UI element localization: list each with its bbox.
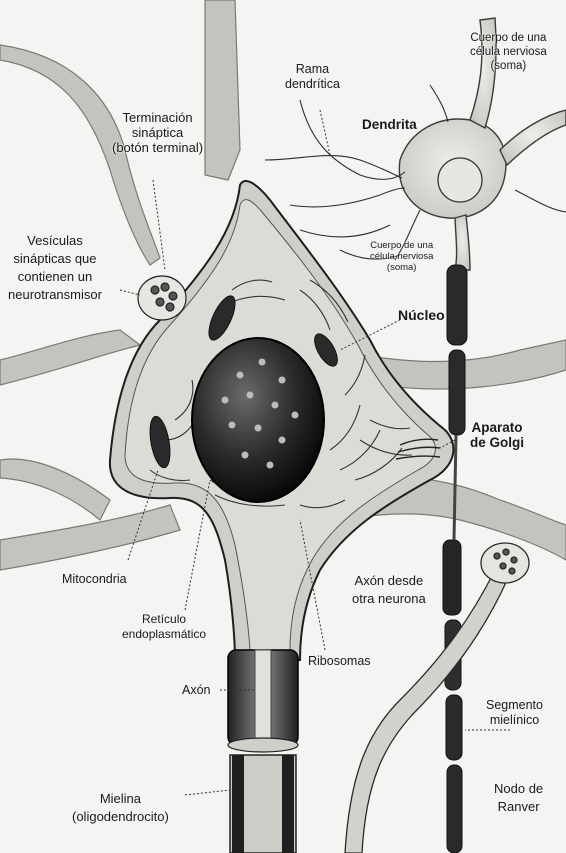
label-aparato-line1: Aparato: [470, 420, 524, 435]
label-aparato-line2: de Golgi: [470, 435, 524, 450]
label-segmento-mielinico: Segmento mielínico: [486, 698, 543, 728]
label-nodo-line1: Nodo de: [494, 780, 543, 798]
label-mielina-line2: (oligodendrocito): [72, 808, 169, 826]
label-vesiculas-line2: sinápticas que: [8, 250, 102, 268]
label-terminacion-line3: (botón terminal): [112, 140, 203, 155]
label-soma-top-line3: (soma): [470, 59, 547, 73]
label-aparato-golgi: Aparato de Golgi: [470, 420, 524, 450]
label-mielina-line1: Mielina: [72, 790, 169, 808]
label-segmento-line2: mielínico: [486, 713, 543, 728]
label-soma-top-line2: célula nerviosa: [470, 45, 547, 59]
label-mielina: Mielina (oligodendrocito): [72, 790, 169, 826]
label-reticulo-line1: Retículo: [122, 612, 206, 627]
label-nodo-ranver: Nodo de Ranver: [494, 780, 543, 816]
label-dendrita: Dendrita: [362, 117, 417, 132]
label-reticulo: Retículo endoplasmático: [122, 612, 206, 642]
label-axon: Axón: [182, 683, 211, 698]
synaptic-terminal: [138, 276, 186, 320]
label-vesiculas-line3: contienen un: [8, 268, 102, 286]
label-soma-top: Cuerpo de una célula nerviosa (soma): [470, 31, 547, 73]
label-mitocondria: Mitocondria: [62, 572, 127, 587]
label-vesiculas-line1: Vesículas: [8, 232, 102, 250]
label-axon-otra-neurona: Axón desde otra neurona: [352, 572, 426, 608]
label-nucleo: Núcleo: [398, 308, 445, 323]
label-soma-mid-line1: Cuerpo de una: [370, 240, 433, 251]
label-vesiculas: Vesículas sinápticas que contienen un ne…: [8, 232, 102, 304]
label-soma-mid-line3: (soma): [370, 262, 433, 273]
label-axon-otra-line1: Axón desde: [352, 572, 426, 590]
label-rama-dendritica: Rama dendrítica: [285, 62, 340, 92]
label-terminacion-line2: sináptica: [112, 125, 203, 140]
label-ribosomas: Ribosomas: [308, 654, 371, 669]
label-soma-top-line1: Cuerpo de una: [470, 31, 547, 45]
label-nodo-line2: Ranver: [494, 798, 543, 816]
right-myelinated-axon: [443, 265, 467, 853]
label-terminacion-sinaptica: Terminación sináptica (botón terminal): [112, 110, 203, 155]
label-axon-otra-line2: otra neurona: [352, 590, 426, 608]
label-vesiculas-line4: neurotransmisor: [8, 286, 102, 304]
label-rama-line1: Rama: [285, 62, 340, 77]
label-segmento-line1: Segmento: [486, 698, 543, 713]
nucleus: [192, 338, 324, 502]
main-axon: [228, 650, 298, 853]
label-soma-mid-line2: célula nerviosa: [370, 251, 433, 262]
label-rama-line2: dendrítica: [285, 77, 340, 92]
label-soma-mid: Cuerpo de una célula nerviosa (soma): [370, 240, 433, 273]
label-reticulo-line2: endoplasmático: [122, 627, 206, 642]
label-terminacion-line1: Terminación: [112, 110, 203, 125]
